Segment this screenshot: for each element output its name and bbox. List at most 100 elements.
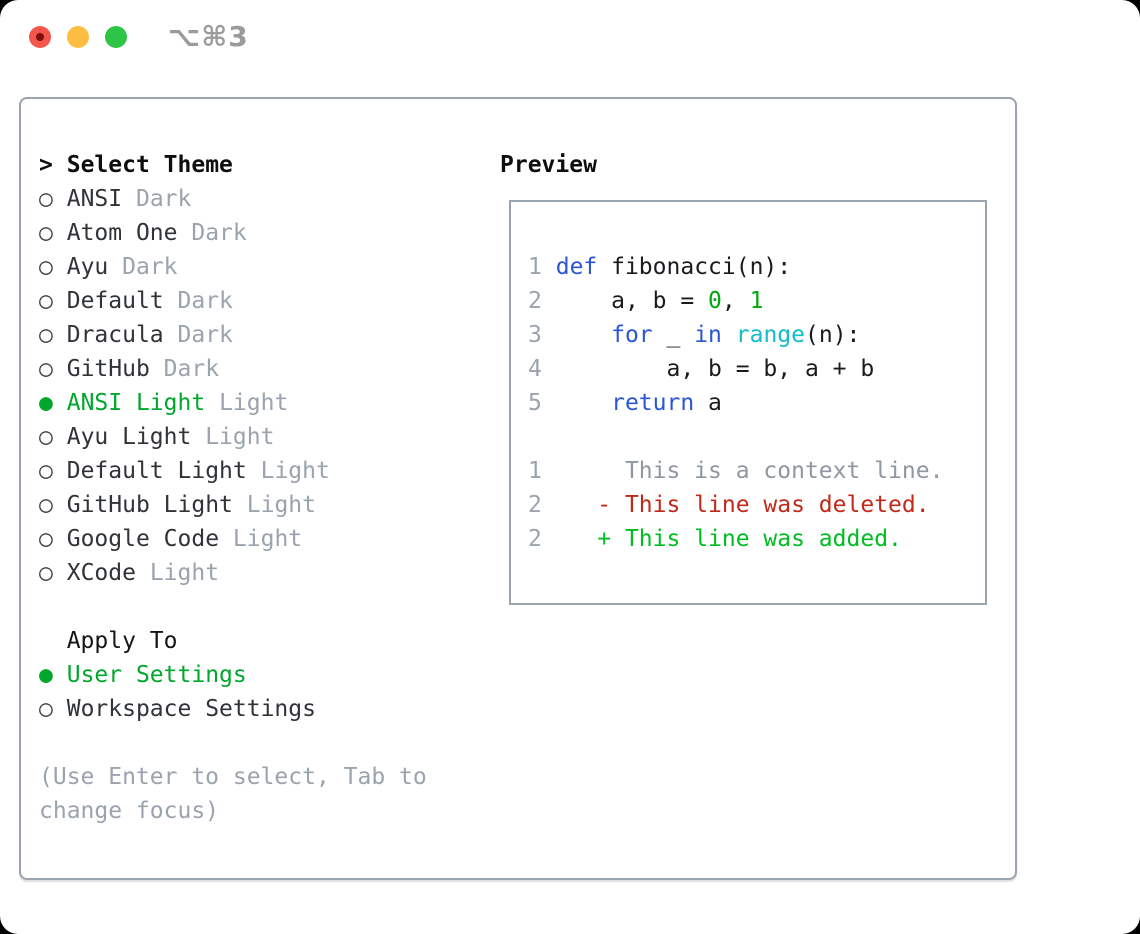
theme-option-label: Ayu Light bbox=[66, 424, 192, 450]
close-inner-dot bbox=[36, 33, 44, 41]
help-text: (Use Enter to select, Tab to change focu… bbox=[39, 760, 427, 828]
code-token: 0 bbox=[708, 288, 722, 314]
theme-option-variant: Light bbox=[232, 526, 303, 552]
spacer bbox=[39, 726, 427, 760]
theme-option[interactable]: ○ GitHub Light Light bbox=[39, 488, 427, 522]
theme-option-variant: Dark bbox=[177, 288, 233, 314]
radio-icon: ○ bbox=[39, 322, 53, 348]
theme-option-variant: Dark bbox=[135, 186, 192, 212]
diff-preview: 1 This is a context line.2 - This line w… bbox=[528, 454, 985, 556]
theme-option[interactable]: ○ ANSI Dark bbox=[39, 182, 427, 216]
radio-icon: ○ bbox=[39, 356, 53, 382]
code-token: a, b = b, a + b bbox=[555, 356, 875, 382]
theme-option[interactable]: ○ Atom One Dark bbox=[39, 216, 427, 250]
theme-option-label: Dracula bbox=[66, 322, 164, 348]
line-number: 2 bbox=[528, 288, 542, 314]
theme-option[interactable]: ○ Dracula Dark bbox=[39, 318, 427, 352]
help-text-line-2: change focus) bbox=[39, 798, 220, 824]
theme-option[interactable]: ○ XCode Light bbox=[39, 556, 427, 590]
diff-text: + This line was added. bbox=[597, 526, 902, 552]
code-token: in bbox=[694, 322, 722, 348]
diff-line: 1 This is a context line. bbox=[528, 454, 985, 488]
theme-option[interactable]: ○ GitHub Dark bbox=[39, 352, 427, 386]
apply-option-label: Workspace Settings bbox=[66, 696, 316, 722]
line-number: 1 bbox=[528, 458, 542, 484]
theme-option[interactable]: ○ Google Code Light bbox=[39, 522, 427, 556]
theme-option-label: XCode bbox=[66, 560, 136, 586]
theme-option-label: GitHub Light bbox=[66, 492, 233, 518]
theme-option-variant: Dark bbox=[177, 322, 233, 348]
theme-option-label: Default Light bbox=[66, 458, 247, 484]
theme-list: ○ ANSI Dark○ Atom One Dark○ Ayu Dark○ De… bbox=[39, 182, 427, 590]
line-number: 2 bbox=[528, 526, 542, 552]
radio-icon: ○ bbox=[39, 526, 53, 552]
code-token: _ bbox=[652, 322, 695, 348]
apply-option[interactable]: ○ Workspace Settings bbox=[39, 692, 427, 726]
theme-option-label: ANSI Light bbox=[66, 390, 206, 416]
spacer bbox=[39, 590, 427, 624]
diff-text: - This line was deleted. bbox=[597, 492, 930, 518]
theme-option[interactable]: ○ Ayu Light Light bbox=[39, 420, 427, 454]
radio-icon: ○ bbox=[39, 220, 53, 246]
code-line: 1 def fibonacci(n): bbox=[528, 250, 985, 284]
theme-option-variant: Light bbox=[219, 390, 289, 416]
prompt-icon: > bbox=[39, 152, 53, 178]
theme-option-variant: Light bbox=[205, 424, 275, 450]
line-number: 2 bbox=[528, 492, 542, 518]
diff-text: This is a context line. bbox=[597, 458, 944, 484]
window-title-shortcut: ⌥⌘3 bbox=[168, 20, 249, 53]
theme-option-variant: Light bbox=[246, 492, 316, 518]
line-number: 4 bbox=[528, 356, 542, 382]
code-token: fibonacci(n): bbox=[597, 254, 792, 280]
code-line: 3 for _ in range(n): bbox=[528, 318, 985, 352]
spacer bbox=[528, 216, 985, 250]
diff-line: 2 - This line was deleted. bbox=[528, 488, 985, 522]
preview-heading: Preview bbox=[500, 152, 597, 178]
radio-icon: ○ bbox=[39, 492, 53, 518]
select-theme-heading: > Select Theme bbox=[39, 148, 427, 182]
apply-to-list: ● User Settings○ Workspace Settings bbox=[39, 658, 427, 726]
help-text-line-1: (Use Enter to select, Tab to bbox=[39, 764, 427, 790]
theme-option-variant: Light bbox=[260, 458, 330, 484]
diff-line: 2 + This line was added. bbox=[528, 522, 985, 556]
code-line: 2 a, b = 0, 1 bbox=[528, 284, 985, 318]
code-token: def bbox=[555, 254, 598, 280]
code-token: for bbox=[611, 322, 653, 348]
radio-icon: ● bbox=[39, 390, 53, 416]
code-token: 1 bbox=[749, 288, 764, 314]
code-token: return bbox=[611, 390, 695, 416]
code-token bbox=[722, 322, 736, 348]
code-line: 5 return a bbox=[528, 386, 985, 420]
theme-option[interactable]: ○ Default Dark bbox=[39, 284, 427, 318]
radio-icon: ○ bbox=[39, 424, 53, 450]
theme-option-variant: Dark bbox=[191, 220, 247, 246]
select-theme-title: Select Theme bbox=[66, 152, 233, 178]
minimize-button[interactable] bbox=[67, 26, 89, 48]
code-token: range bbox=[735, 322, 806, 348]
theme-option-label: Ayu bbox=[66, 254, 109, 280]
traffic-lights bbox=[29, 26, 127, 48]
apply-to-heading: Apply To bbox=[66, 628, 178, 654]
theme-option-label: Google Code bbox=[66, 526, 220, 552]
line-number: 1 bbox=[528, 254, 542, 280]
radio-icon: ○ bbox=[39, 458, 53, 484]
zoom-button[interactable] bbox=[105, 26, 127, 48]
line-number: 3 bbox=[528, 322, 542, 348]
spacer bbox=[528, 420, 985, 454]
code-line: 4 a, b = b, a + b bbox=[528, 352, 985, 386]
theme-option-label: Default bbox=[66, 288, 164, 314]
theme-option[interactable]: ○ Ayu Dark bbox=[39, 250, 427, 284]
theme-option[interactable]: ○ Default Light Light bbox=[39, 454, 427, 488]
theme-option-variant: Light bbox=[149, 560, 220, 586]
theme-option[interactable]: ● ANSI Light Light bbox=[39, 386, 427, 420]
radio-icon: ○ bbox=[39, 186, 53, 212]
close-button[interactable] bbox=[29, 26, 51, 48]
apply-option[interactable]: ● User Settings bbox=[39, 658, 427, 692]
radio-icon: ○ bbox=[39, 254, 53, 280]
theme-option-label: GitHub bbox=[66, 356, 150, 382]
theme-option-variant: Dark bbox=[163, 356, 220, 382]
theme-option-variant: Dark bbox=[122, 254, 178, 280]
